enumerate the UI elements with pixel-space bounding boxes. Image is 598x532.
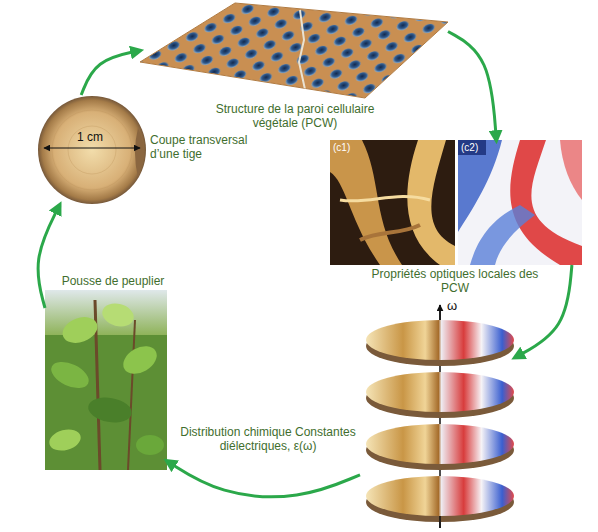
illustration-panel: Pousse de peuplier [45, 290, 167, 470]
optical-map-c1 [330, 140, 455, 265]
illustration-panel: Distribution chimique Constantes diélect… [360, 300, 515, 530]
illustration-panel: Coupe transversal d’une tige [38, 95, 146, 205]
axis-label: ω [447, 299, 457, 314]
panel-caption: Structure de la paroi cellulaire végétal… [210, 102, 380, 130]
illustration-panel: Structure de la paroi cellulaire végétal… [140, 3, 448, 98]
cycle-arrow [448, 32, 496, 141]
illustration-panel: Propriétés optiques locales des PCW [330, 140, 582, 265]
panel-caption: Pousse de peuplier [48, 274, 178, 288]
cell-wall-surface [140, 3, 448, 98]
stem-section [38, 96, 146, 204]
panel-caption: Coupe transversal d’une tige [150, 133, 260, 161]
panel-caption: Propriétés optiques locales des PCW [360, 267, 550, 295]
spectral-stack [366, 305, 514, 528]
scale-label: 1 cm [77, 131, 103, 145]
panel-tag: (c1) [333, 142, 350, 154]
panel-caption: Distribution chimique Constantes diélect… [173, 425, 363, 453]
panel-tag: (c2) [461, 142, 478, 154]
poplar-photo [45, 290, 167, 470]
cycle-arrow [167, 461, 360, 497]
cycle-arrow [38, 205, 60, 308]
cycle-arrow [81, 51, 140, 96]
optical-map-c2 [458, 140, 582, 265]
